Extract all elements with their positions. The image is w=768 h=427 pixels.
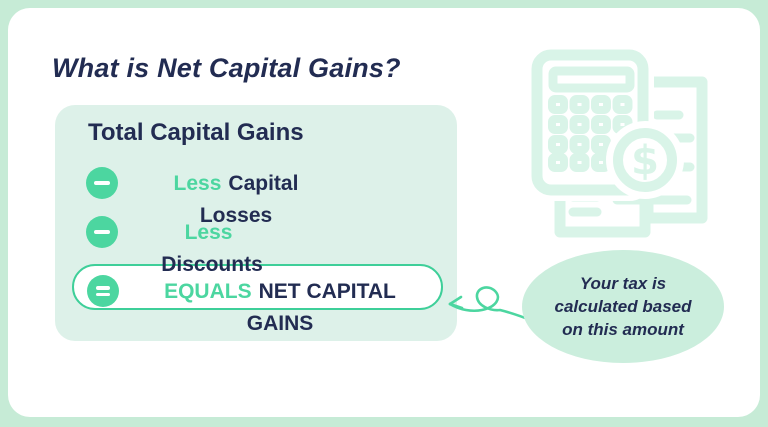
callout-bubble: Your tax is calculated based on this amo… [522, 250, 724, 363]
row-equals-net-capital-gains: EQUALS NET CAPITAL GAINS [140, 276, 420, 340]
row-text-line1: Capital [228, 172, 299, 195]
row-text-line2: GAINS [246, 312, 314, 335]
equals-pill [72, 264, 443, 310]
svg-text:$: $ [631, 138, 659, 184]
callout-text-line3: on this amount [562, 320, 684, 339]
row-text-line1: NET CAPITAL [258, 280, 396, 303]
row-text-line2: Losses [199, 204, 273, 227]
calculator-illustration: $ [527, 45, 708, 238]
row-keyword: EQUALS [164, 280, 252, 303]
callout-text-line1: Your tax is [579, 274, 667, 293]
row-text-line2: Discounts [161, 253, 263, 276]
row-less-discounts: Less Discounts [127, 217, 297, 281]
page-title: What is Net Capital Gains? [52, 53, 401, 83]
panel-heading: Total Capital Gains [88, 119, 304, 146]
callout-text-line2: calculated based [554, 297, 692, 316]
equals-icon [87, 275, 119, 307]
row-keyword: Less [184, 221, 233, 244]
curly-arrow-icon [448, 286, 535, 323]
minus-icon [86, 216, 118, 248]
row-less-capital-losses: Less Capital Losses [151, 168, 321, 232]
dollar-coin-icon: $ [606, 121, 684, 199]
minus-icon [86, 167, 118, 199]
row-keyword: Less [173, 172, 222, 195]
